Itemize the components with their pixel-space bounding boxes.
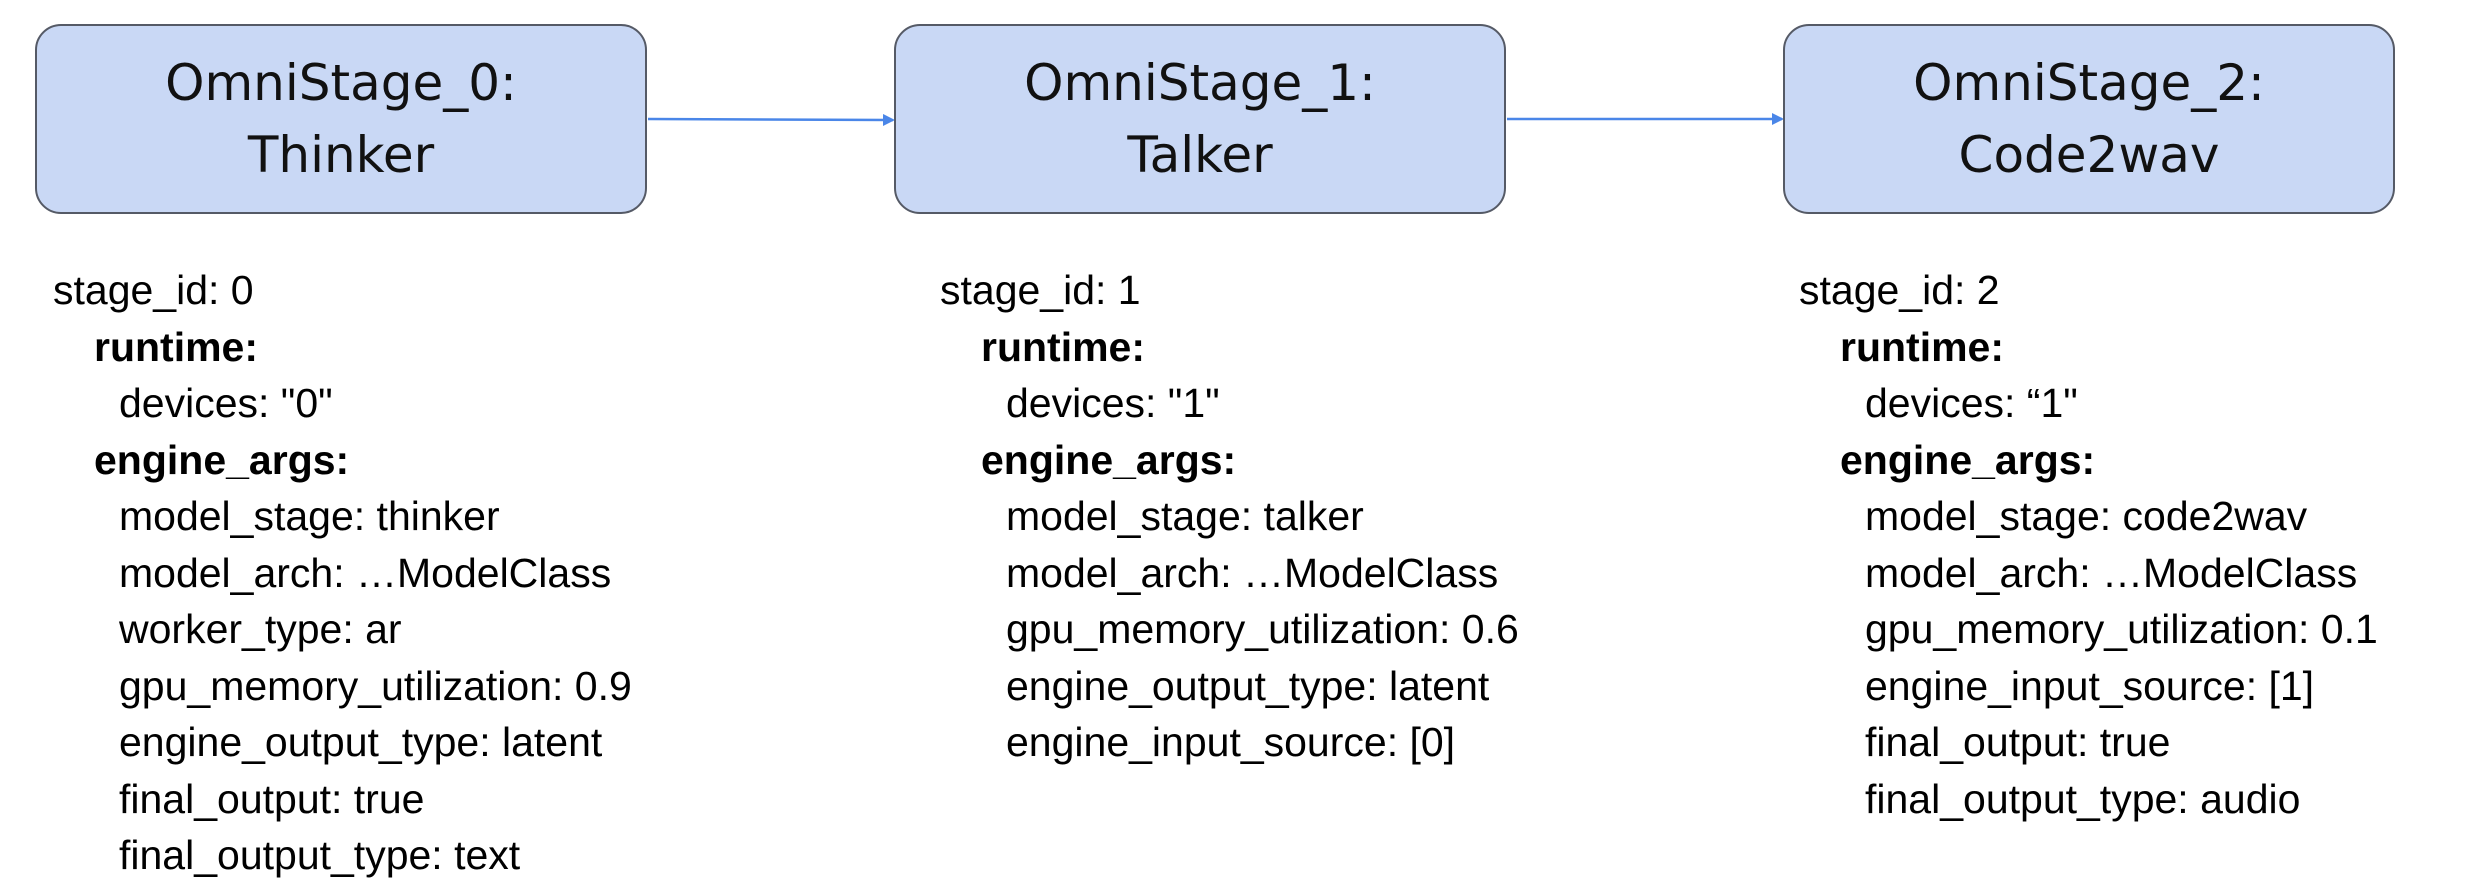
runtime-header: runtime: [94, 323, 258, 370]
engine-arg: model_stage: talker [1006, 493, 1364, 539]
stage-title-line1: OmniStage_2: [1913, 54, 2265, 112]
stage-box-code2wav: OmniStage_2: Code2wav [1783, 24, 2395, 214]
engine-arg: final_output_type: audio [1865, 775, 2301, 822]
stage-box-talker: OmniStage_1: Talker [894, 24, 1506, 214]
engine-arg: final_output: true [119, 775, 425, 822]
engine-arg: model_arch: …ModelClass [119, 549, 612, 596]
runtime-header: runtime: [1840, 323, 2004, 370]
runtime-header: runtime: [981, 323, 1145, 370]
stage-config-code2wav: stage_id: 2 runtime: devices: “1" engine… [1799, 262, 2378, 827]
engine-arg: gpu_memory_utilization: 0.6 [1006, 606, 1519, 652]
stage-id: stage_id: 1 [940, 267, 1141, 313]
stage-box-thinker: OmniStage_0: Thinker [35, 24, 647, 214]
engine-arg: engine_output_type: latent [119, 719, 603, 765]
engine-arg: model_stage: thinker [119, 493, 500, 539]
engine-arg: worker_type: ar [119, 606, 402, 652]
stage-title-line2: Talker [1127, 126, 1273, 184]
engine-args-header: engine_args: [981, 436, 1237, 483]
devices: devices: "1" [1006, 380, 1220, 426]
engine-arg: final_output: true [1865, 719, 2171, 765]
engine-args-header: engine_args: [94, 436, 350, 483]
engine-arg: model_arch: …ModelClass [1865, 549, 2358, 596]
engine-arg: model_arch: …ModelClass [1006, 549, 1499, 596]
stage-title-line2: Code2wav [1958, 126, 2220, 184]
stage-title-line2: Thinker [247, 126, 435, 184]
engine-arg: engine_output_type: latent [1006, 662, 1490, 709]
stage-config-thinker: stage_id: 0 runtime: devices: "0" engine… [53, 262, 632, 884]
stage-title-line1: OmniStage_1: [1024, 54, 1376, 112]
stage-config-talker: stage_id: 1 runtime: devices: "1" engine… [940, 262, 1519, 771]
stage-id: stage_id: 2 [1799, 267, 2000, 313]
stage-title-line1: OmniStage_0: [165, 54, 517, 112]
stage-id: stage_id: 0 [53, 267, 254, 313]
engine-arg: engine_input_source: [1] [1865, 662, 2315, 709]
devices: devices: "0" [119, 380, 333, 426]
engine-arg: model_stage: code2wav [1865, 493, 2308, 539]
engine-arg: engine_input_source: [0] [1006, 719, 1456, 765]
engine-arg: gpu_memory_utilization: 0.9 [119, 662, 632, 709]
devices: devices: “1" [1865, 380, 2078, 426]
arrow-stage0-to-stage1 [647, 113, 895, 126]
engine-args-header: engine_args: [1840, 436, 2096, 483]
engine-arg: gpu_memory_utilization: 0.1 [1865, 606, 2378, 652]
engine-arg: final_output_type: text [119, 832, 521, 878]
